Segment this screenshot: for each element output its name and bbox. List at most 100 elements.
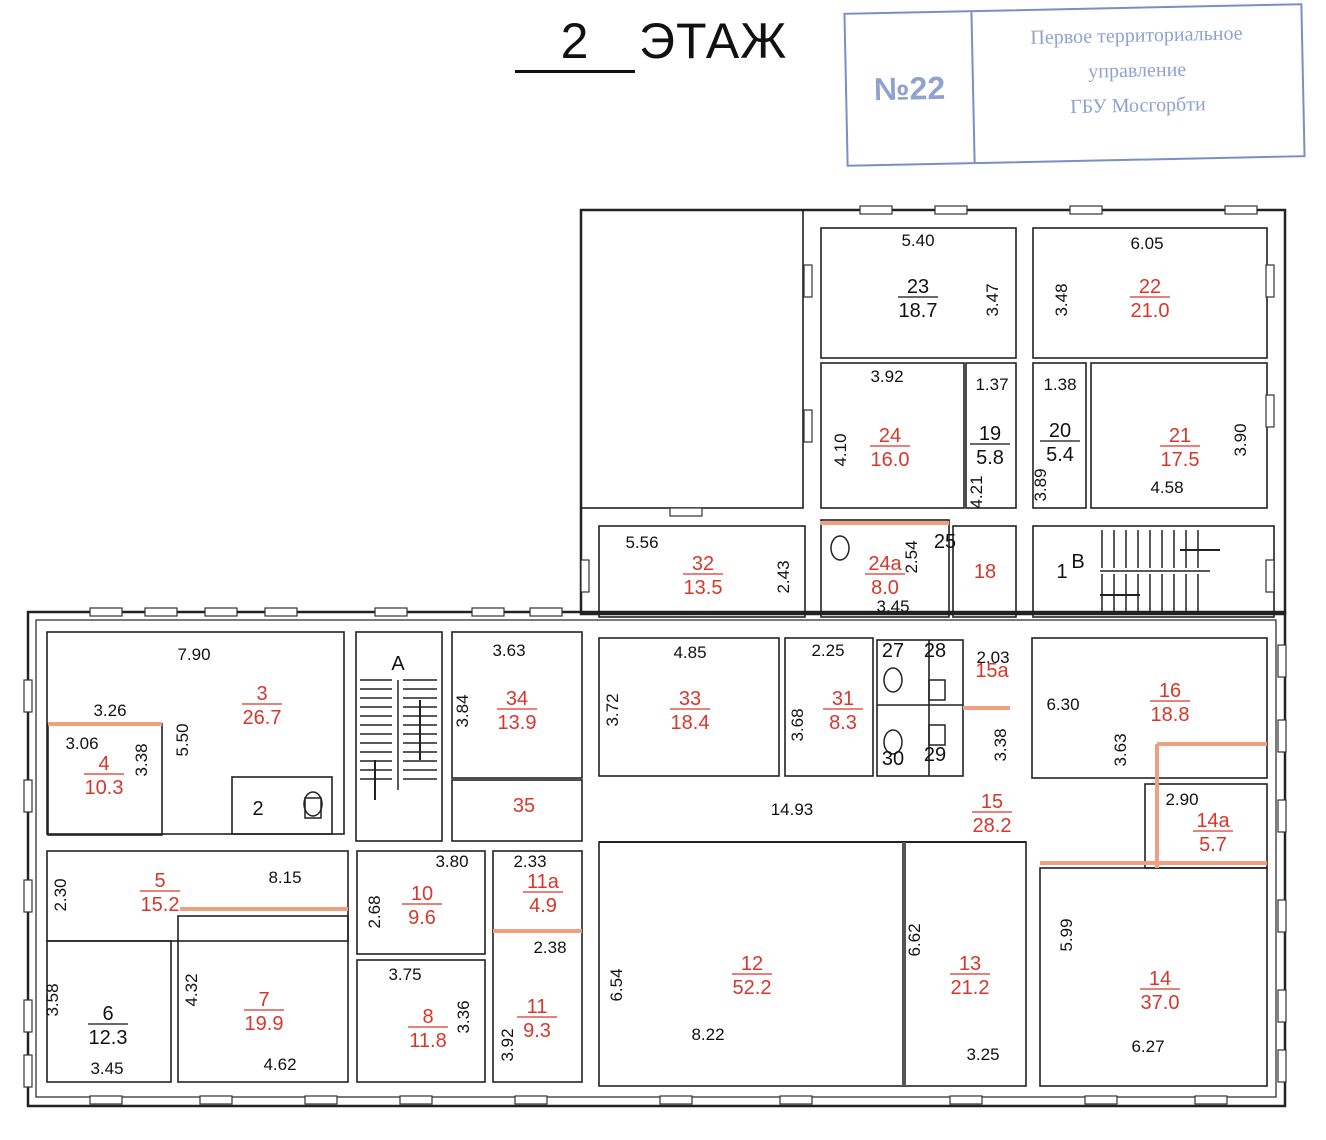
dimension-label: 3.84 [453, 694, 472, 727]
dimension-label: 2.30 [51, 878, 70, 911]
window [859, 205, 893, 215]
dimension-label: 2.33 [513, 852, 546, 871]
dimension-label: 5.40 [901, 231, 934, 250]
room-2-walls [231, 776, 333, 835]
room-3-walls [46, 631, 345, 835]
room-area-label: 21.2 [951, 977, 990, 999]
room-area-label: 28.2 [973, 815, 1012, 837]
room-area-label: 9.3 [523, 1020, 551, 1042]
sink-icon [928, 724, 946, 746]
room-number-label: 7 [258, 989, 269, 1011]
room-31-walls [784, 637, 874, 777]
dimension-label: 5.99 [1057, 918, 1076, 951]
window [374, 607, 408, 617]
dimension-label: 3.06 [65, 734, 98, 753]
dimension-label: 6.54 [607, 968, 626, 1001]
dimension-label: 3.75 [388, 965, 421, 984]
sanitary-fixtures [303, 535, 946, 819]
window [514, 1095, 548, 1105]
room-number-label: 20 [1049, 420, 1071, 442]
sink-icon [928, 679, 946, 701]
stair-a-label: А [391, 653, 405, 675]
room-35-walls [451, 779, 583, 842]
room-23-walls [820, 227, 1017, 359]
dimension-label: 4.62 [263, 1055, 296, 1074]
window [1277, 719, 1287, 753]
room-area-label: 5.4 [1046, 444, 1074, 466]
dimension-label: 3.45 [90, 1059, 123, 1078]
room-number-label: 33 [679, 688, 701, 710]
window [23, 779, 33, 813]
window [23, 999, 33, 1033]
dimension-label: 2.90 [1165, 790, 1198, 809]
room-area-label: 26.7 [243, 707, 282, 729]
window [1084, 1095, 1118, 1105]
window [580, 559, 590, 593]
dimension-label: 2.68 [365, 895, 384, 928]
room-number-label: 11а [527, 871, 560, 893]
room-area-label: 13.5 [684, 577, 723, 599]
room-number-label: 30 [882, 748, 904, 770]
window [803, 264, 813, 298]
window [803, 409, 813, 443]
dimension-label: 6.05 [1130, 234, 1163, 253]
dimension-label: 3.38 [132, 743, 151, 776]
window [23, 679, 33, 713]
dimension-label: 4.58 [1150, 478, 1183, 497]
room-number-label: 1 [1056, 561, 1067, 583]
dimension-label: 6.27 [1131, 1037, 1164, 1056]
room-area-label: 18.8 [1151, 704, 1190, 726]
room-area-label: 4.9 [529, 895, 557, 917]
room-19-walls [965, 362, 1017, 509]
dimension-label: 3.25 [966, 1045, 999, 1064]
outer-wall [26, 610, 1287, 1108]
room-21-walls [1090, 362, 1268, 509]
room-number-label: 24а [868, 553, 902, 575]
window [1277, 989, 1287, 1023]
room-area-label: 37.0 [1141, 992, 1180, 1014]
room-area-label: 21.0 [1131, 300, 1170, 322]
dimension-label: 3.38 [991, 728, 1010, 761]
dimension-label: 8.15 [268, 868, 301, 887]
window [89, 607, 123, 617]
dimension-label: 1.38 [1043, 375, 1076, 394]
window [529, 607, 563, 617]
room-area-label: 5.7 [1199, 834, 1227, 856]
room-area-label: 13.9 [498, 712, 537, 734]
room-number-label: 27 [882, 640, 904, 662]
sink-icon [304, 797, 322, 819]
outer-wall-upper [579, 208, 1287, 616]
room-area-label: 12.3 [89, 1027, 128, 1049]
dimension-label: 4.21 [967, 475, 986, 508]
window [934, 205, 968, 215]
window [23, 1054, 33, 1088]
window [1194, 1095, 1228, 1105]
room-number-label: 15а [975, 660, 1009, 682]
window [1265, 264, 1275, 298]
room-16-walls [1031, 637, 1268, 779]
inner-wall-line [35, 619, 1277, 1098]
toilet-icon [303, 791, 323, 817]
dimension-label: 3.90 [1231, 423, 1250, 456]
dimension-label: 5.56 [625, 533, 658, 552]
room-number-label: 12 [741, 953, 763, 975]
window [399, 1095, 433, 1105]
dimension-label: 3.72 [603, 693, 622, 726]
room-number-label: 24 [879, 425, 901, 447]
room-34-walls [451, 631, 583, 779]
room-number-label: 32 [692, 553, 714, 575]
room-number-label: 15 [981, 791, 1003, 813]
dimension-label: 4.85 [673, 643, 706, 662]
dimension-label: 3.63 [492, 641, 525, 660]
room-number-label: 14 [1149, 968, 1171, 990]
window [471, 607, 505, 617]
room-area-label: 15.2 [141, 894, 180, 916]
window [1265, 394, 1275, 428]
window [779, 1095, 813, 1105]
dimension-label: 4.10 [831, 433, 850, 466]
room-number-label: 10 [411, 883, 433, 905]
accent-walls [48, 521, 1267, 933]
dimension-label: 1.37 [975, 375, 1008, 394]
